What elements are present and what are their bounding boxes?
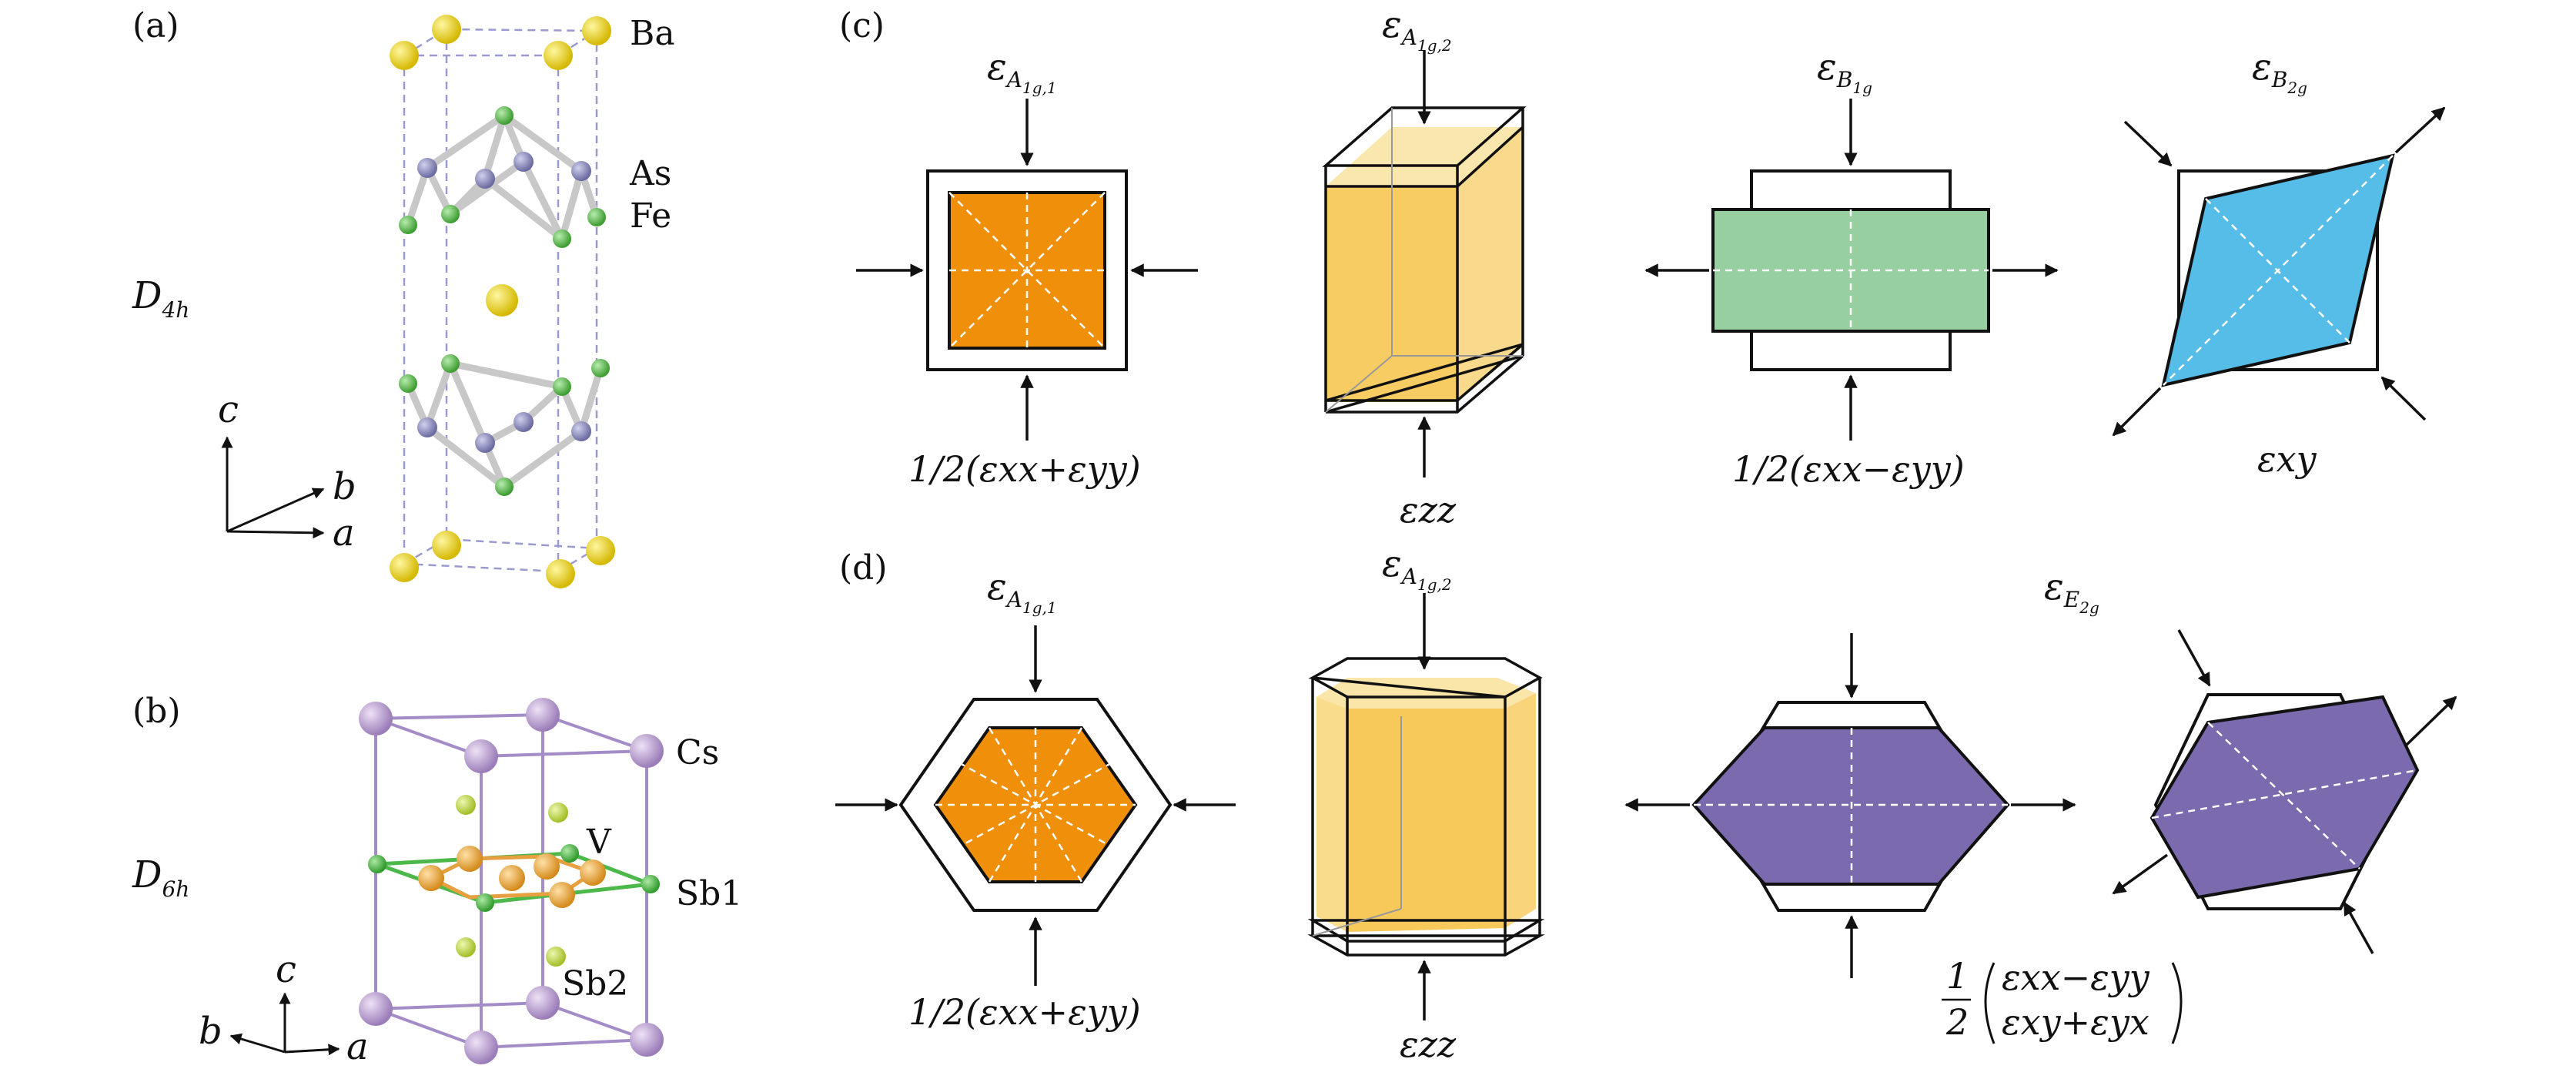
axis-c-label: c <box>218 388 239 431</box>
atom-label-sb2: Sb2 <box>562 964 628 1004</box>
mode-d-a1g1-formula: 1/2(εxx+εyy) <box>908 991 1141 1033</box>
mode-d-a1g2-formula: εzz <box>1400 1024 1457 1065</box>
panel-a-label: (a) <box>132 6 179 45</box>
as-atoms <box>417 152 591 453</box>
axes-triad-a <box>221 436 325 539</box>
mode-c-a1g1-formula: 1/2(εxx+εyy) <box>908 448 1141 490</box>
mode-c-b1g-formula: 1/2(εxx−εyy) <box>1732 448 1965 490</box>
ba-atoms <box>390 15 615 588</box>
panel-c-label: (c) <box>839 6 885 45</box>
reference-square <box>926 169 1128 371</box>
reference-square <box>2177 169 2379 371</box>
feas-layer-top-bonds <box>404 112 601 243</box>
mode-c-b1g: εB1g 1/2(εxx−εyy) <box>1644 45 2059 490</box>
fe-atoms <box>399 106 610 496</box>
matrix-row-1: εxx−εyy <box>2002 957 2150 998</box>
atom-label-v: V <box>586 823 612 862</box>
fraction-numerator: 1 <box>1946 955 1969 997</box>
sb1-atoms <box>368 844 660 912</box>
mode-c-b2g: εB2g εxy <box>2112 45 2446 480</box>
cs-atoms <box>359 698 664 1064</box>
mode-c-b2g-formula: εxy <box>2257 438 2317 480</box>
strain-arrows <box>1644 99 2059 441</box>
mode-c-a1g2: εA1g,2 εzz <box>1322 3 1527 531</box>
v-atoms <box>418 846 606 908</box>
compression-arrows <box>835 625 1236 986</box>
prism-hidden-edges <box>1325 108 1523 413</box>
fraction-denominator: 2 <box>1945 1001 1969 1043</box>
panel-c: (c) εA1g,1 1/2(εxx+εyy) εA1g,2 <box>839 3 2446 531</box>
mode-c-a1g2-formula: εzz <box>1400 489 1457 531</box>
panel-b-label: (b) <box>132 692 181 731</box>
symmetry-axes <box>948 192 1106 349</box>
mode-c-a1g1-symbol: εA1g,1 <box>987 45 1057 97</box>
axis-b-label: b <box>333 465 356 508</box>
reference-hexagon <box>898 698 1173 912</box>
panel-d: (d) εA1g,1 1/2(εxx+εyy) ε <box>835 542 2457 1065</box>
axis-b-label-b: b <box>199 1010 222 1053</box>
symmetry-label-d4h: D4h <box>132 274 189 323</box>
axes-triad-b <box>229 992 340 1056</box>
mode-d-a1g2: εA1g,2 εzz <box>1307 542 1545 1065</box>
mode-c-a1g1: εA1g,1 1/2(εxx+εyy) <box>856 45 1198 490</box>
mode-c-b1g-symbol: εB1g <box>1817 45 1872 97</box>
mode-d-a1g2-symbol: εA1g,2 <box>1382 542 1452 594</box>
mode-d-e2g-formula: 1 2 εxx−εyy εxy+εyx <box>1942 955 2183 1044</box>
axis-a-label-b: a <box>346 1025 369 1068</box>
shear-arrows <box>2112 106 2446 437</box>
panel-b: (b) D6h Cs <box>132 692 742 1068</box>
atom-label-cs: Cs <box>676 733 719 772</box>
atom-label-ba: Ba <box>630 14 675 53</box>
atom-label-sb1: Sb1 <box>676 874 742 913</box>
mode-d-e2g: εE2g <box>1624 565 2457 1044</box>
atom-label-fe: Fe <box>630 196 671 236</box>
mode-d-e2g-symbol: εE2g <box>2044 565 2099 617</box>
axis-c-label-b: c <box>276 948 296 991</box>
mode-c-b2g-symbol: εB2g <box>2252 45 2307 97</box>
atom-label-as: As <box>629 154 671 193</box>
mode-d-a1g1-symbol: εA1g,1 <box>987 565 1057 617</box>
shear-arrows <box>2112 629 2457 954</box>
mode-c-a1g2-symbol: εA1g,2 <box>1382 3 1452 55</box>
mode-d-a1g1: εA1g,1 1/2(εxx+εyy) <box>835 565 1236 1033</box>
matrix-row-2: εxy+εyx <box>2002 1001 2149 1043</box>
panel-a: (a) D4h <box>132 6 675 588</box>
symmetry-label-d6h: D6h <box>132 853 189 902</box>
hex-prism-outline <box>1307 657 1545 957</box>
axis-a-label: a <box>333 511 355 555</box>
sb2-atoms <box>456 795 568 967</box>
compression-arrows <box>856 99 1198 441</box>
panel-d-label: (d) <box>839 548 888 588</box>
strain-arrows <box>1624 633 2076 978</box>
